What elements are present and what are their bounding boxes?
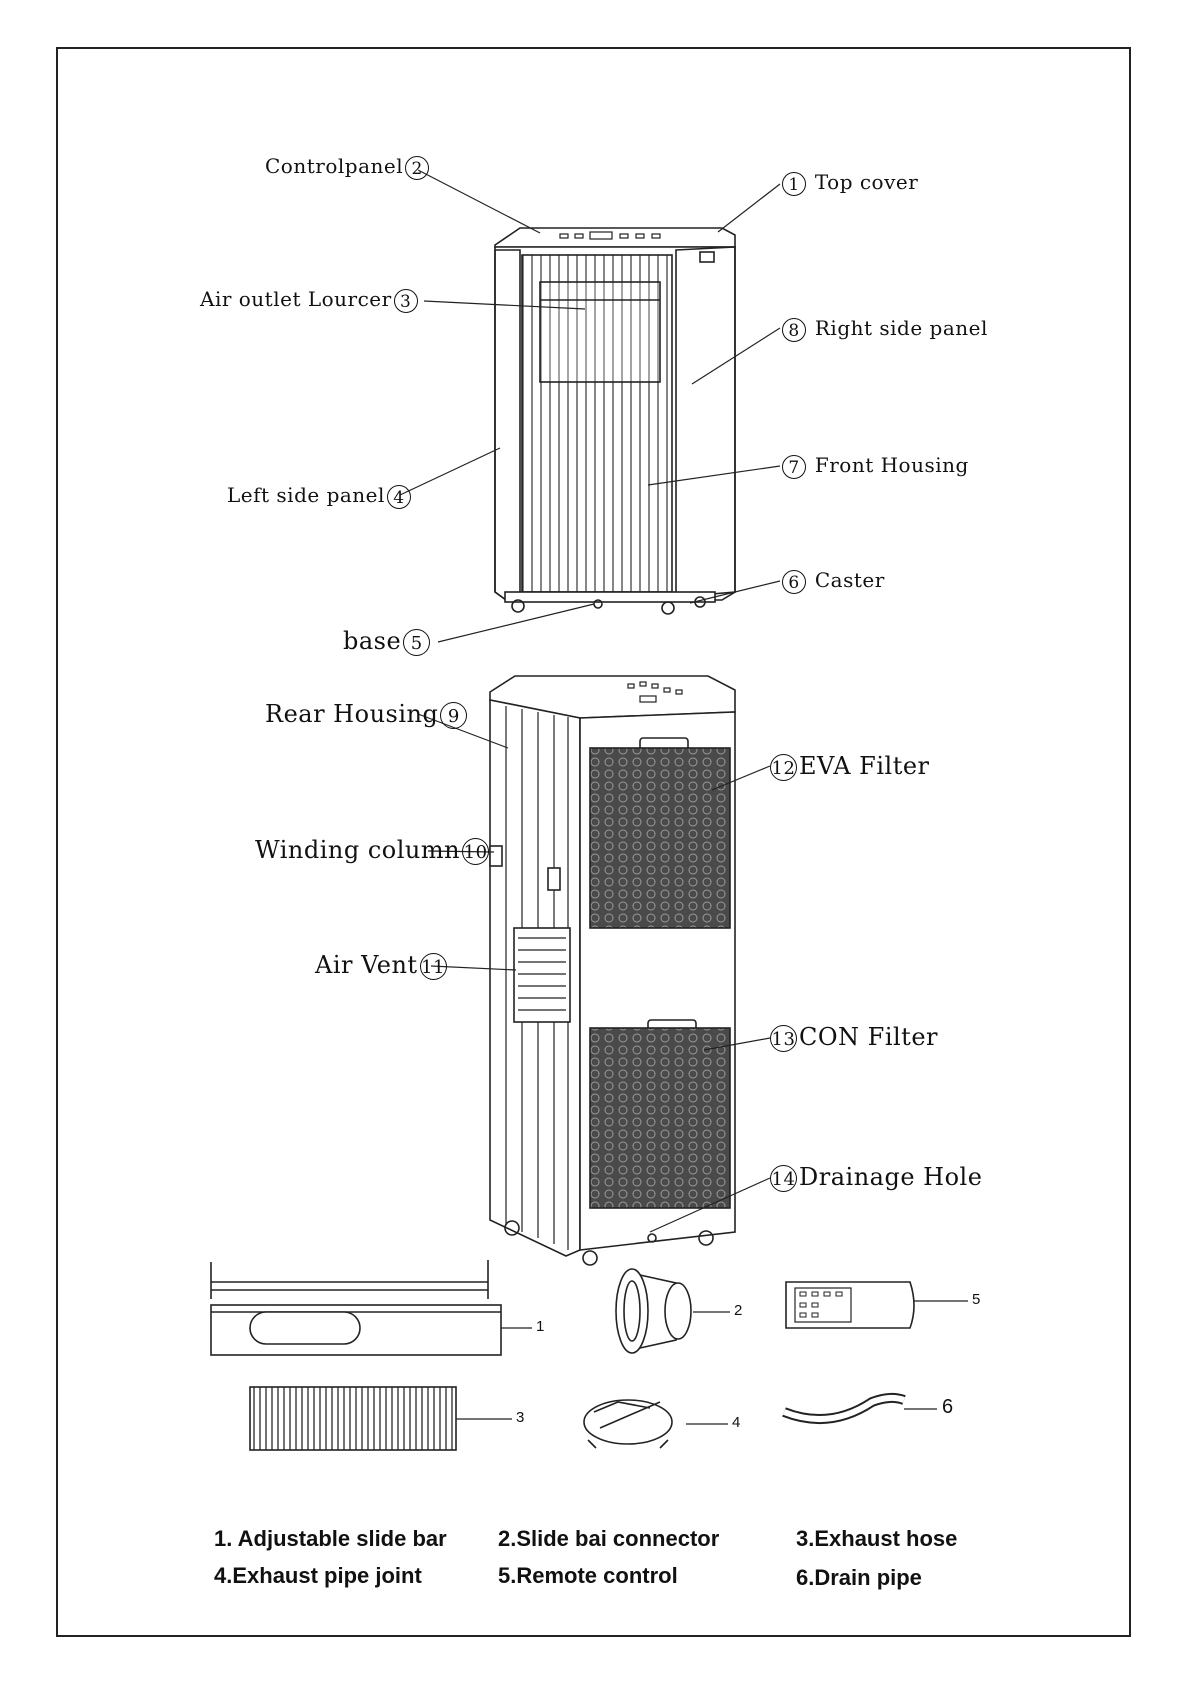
accessory-exhaust-hose [249, 1386, 457, 1451]
accessory-slide-bar [210, 1260, 502, 1356]
legend-item-1: 1. Adjustable slide bar [214, 1526, 447, 1551]
accessory-number-5: 5 [972, 1291, 981, 1308]
label-winding-column-text: Winding column [255, 836, 461, 864]
label-caster-number: 6 [782, 569, 806, 594]
label-front-housing: 7 Front Housing [780, 453, 969, 479]
label-right-side-panel: 8 Right side panel [780, 316, 988, 342]
front-unit-drawing [494, 227, 736, 615]
label-air-outlet-text: Air outlet Lourcer [200, 287, 392, 311]
accessory-number-3: 3 [516, 1409, 525, 1426]
label-rear-housing-number: 9 [440, 702, 468, 729]
label-top-cover-number: 1 [782, 171, 806, 196]
legend-item-5: 5.Remote control [498, 1563, 678, 1588]
label-caster-text: Caster [814, 568, 885, 592]
label-air-outlet-number: 3 [393, 288, 418, 313]
label-right-side-panel-number: 8 [782, 317, 806, 342]
label-drainage-hole-text: Drainage Hole [799, 1163, 983, 1191]
label-front-housing-number: 7 [782, 454, 806, 479]
label-control-panel-text: Controlpanel [265, 154, 404, 178]
label-drainage-hole-number: 14 [770, 1165, 797, 1192]
label-caster: 6 Caster [780, 568, 885, 594]
label-winding-column-number: 10 [462, 838, 490, 865]
legend-item-4: 4.Exhaust pipe joint [214, 1563, 422, 1588]
rear-unit-drawing [489, 675, 736, 1266]
label-air-vent-text: Air Vent [315, 951, 418, 979]
accessory-number-1: 1 [536, 1318, 545, 1335]
accessory-slide-connector [615, 1268, 692, 1354]
label-base-text: base [343, 627, 402, 655]
label-eva-filter-text: EVA Filter [799, 752, 930, 780]
label-base-number: 5 [403, 629, 431, 656]
label-front-housing-text: Front Housing [814, 453, 969, 477]
label-eva-filter-number: 12 [770, 754, 797, 781]
page-frame [56, 47, 1131, 1637]
label-rear-housing-text: Rear Housing [265, 700, 439, 728]
accessory-number-4: 4 [732, 1414, 741, 1431]
accessory-remote [785, 1281, 915, 1329]
label-con-filter-number: 13 [770, 1025, 797, 1052]
accessory-drain-pipe [782, 1392, 906, 1425]
label-air-vent-number: 11 [419, 953, 447, 980]
label-top-cover: 1 Top cover [780, 170, 918, 196]
accessory-exhaust-joint [583, 1399, 673, 1449]
legend-item-2: 2.Slide bai connector [498, 1526, 720, 1551]
accessory-number-2: 2 [734, 1302, 743, 1319]
label-left-side-panel-number: 4 [386, 484, 411, 509]
legend-item-6: 6.Drain pipe [796, 1565, 922, 1590]
label-left-side-panel-text: Left side panel [227, 483, 385, 507]
label-control-panel-number: 2 [405, 155, 430, 180]
legend-item-3: 3.Exhaust hose [796, 1526, 958, 1551]
accessory-number-6: 6 [942, 1396, 954, 1418]
label-con-filter-text: CON Filter [799, 1023, 938, 1051]
label-right-side-panel-text: Right side panel [814, 316, 988, 340]
label-top-cover-text: Top cover [814, 170, 919, 194]
